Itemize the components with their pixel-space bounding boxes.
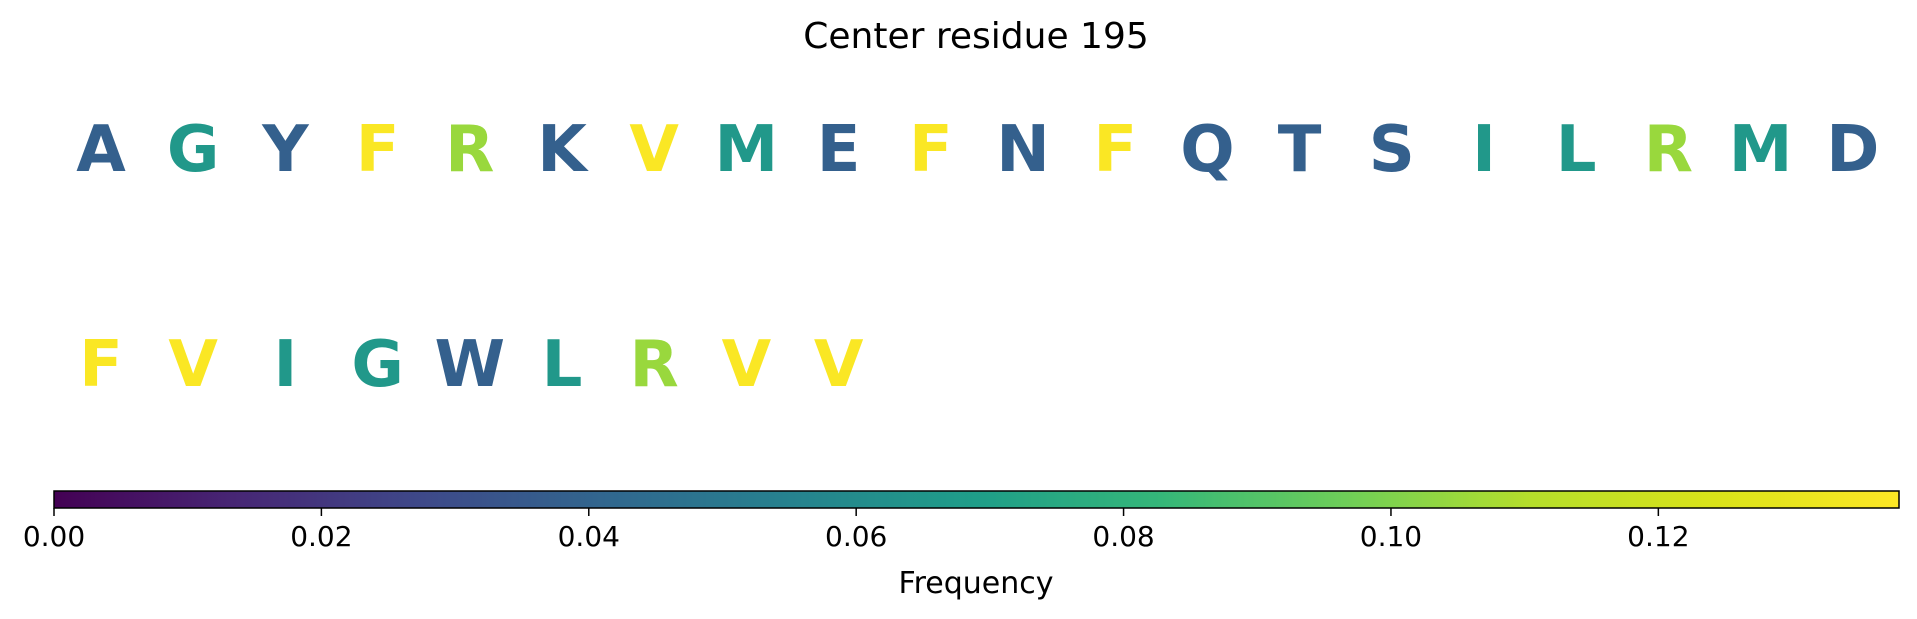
residue-letter: R	[445, 113, 494, 187]
residue-letter: Y	[261, 113, 309, 187]
colorbar-tick-label: 0.04	[558, 520, 620, 553]
colorbar-tick-label: 0.02	[290, 520, 352, 553]
colorbar-tick-label: 0.06	[825, 520, 887, 553]
colorbar-label: Frequency	[899, 566, 1054, 601]
residue-letter: F	[909, 113, 953, 187]
residue-letter: Q	[1180, 113, 1234, 187]
residue-letter: F	[356, 113, 400, 187]
residue-letter: V	[629, 113, 679, 187]
residue-letter: G	[351, 328, 404, 402]
residue-letter: V	[814, 328, 864, 402]
residue-letter: N	[996, 113, 1050, 187]
residue-letter: L	[542, 328, 583, 402]
colorbar-ticks: 0.00 0.02 0.04 0.06 0.08 0.10 0.12	[23, 508, 1690, 553]
residue-letter: W	[435, 328, 506, 402]
residue-letter: R	[1644, 113, 1693, 187]
residue-letter: F	[79, 328, 123, 402]
colorbar-tick-label: 0.12	[1627, 520, 1689, 553]
residue-letter: M	[1729, 113, 1793, 187]
residue-letter: I	[273, 328, 297, 402]
colorbar	[53, 490, 1900, 509]
residue-letter: K	[537, 113, 589, 187]
colorbar-tick-label: 0.10	[1360, 520, 1422, 553]
colorbar-tick-label: 0.00	[23, 520, 85, 553]
residue-letter: M	[715, 113, 779, 187]
residue-letter: S	[1369, 113, 1415, 187]
colorbar-tick-label: 0.08	[1092, 520, 1154, 553]
residue-letter: T	[1278, 113, 1322, 187]
residue-letter: G	[167, 113, 220, 187]
residue-letter: A	[76, 113, 126, 187]
residue-letter: R	[630, 328, 679, 402]
chart-title: Center residue 195	[803, 16, 1149, 57]
residue-letter: F	[1093, 113, 1137, 187]
residue-letter: I	[1472, 113, 1496, 187]
residue-letter: D	[1826, 113, 1879, 187]
residue-letter: V	[168, 328, 218, 402]
residue-letter: L	[1556, 113, 1597, 187]
residue-letter: V	[722, 328, 772, 402]
residue-letter: E	[817, 113, 861, 187]
